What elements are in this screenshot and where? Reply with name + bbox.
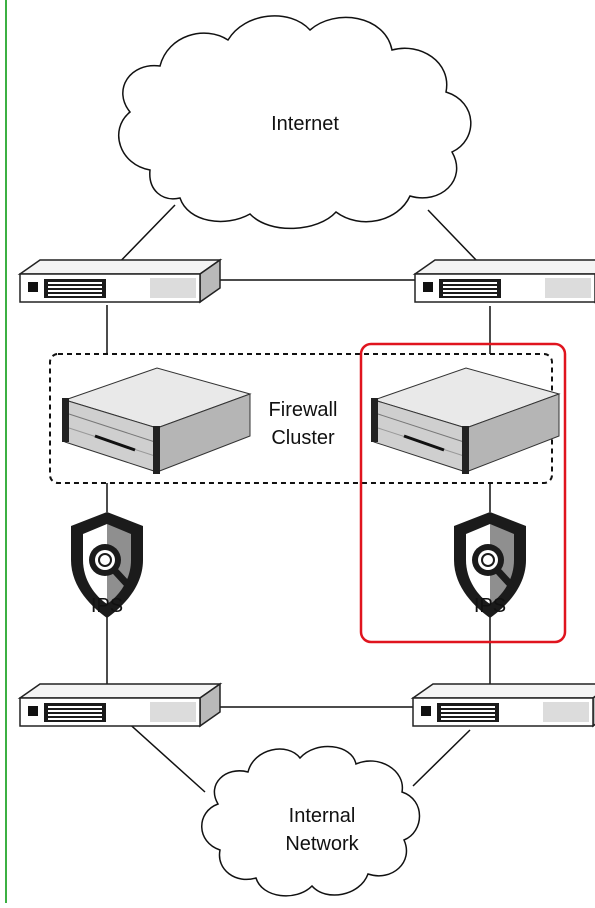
cluster-label-line2: Cluster <box>271 427 335 449</box>
top-right-switch <box>414 259 595 303</box>
firewall-cluster-box <box>49 353 553 484</box>
connection-lines <box>106 204 491 793</box>
internet-label: Internet <box>271 113 339 135</box>
left-firewall-server <box>60 366 252 476</box>
right-ips-label: IPS <box>474 595 506 617</box>
cluster-label-line1: Firewall <box>269 399 338 421</box>
bottom-right-switch <box>412 683 595 727</box>
left-ips-label: IPS <box>91 595 123 617</box>
internal-label-line1: Internal <box>289 805 356 827</box>
highlight-box <box>359 342 567 644</box>
internal-label-line2: Network <box>285 833 359 855</box>
internet-cloud: Internet <box>118 15 472 230</box>
bottom-left-switch <box>19 683 221 727</box>
internal-network-cloud: Internal Network <box>201 745 421 897</box>
right-firewall-server <box>369 366 561 476</box>
top-left-switch <box>19 259 221 303</box>
